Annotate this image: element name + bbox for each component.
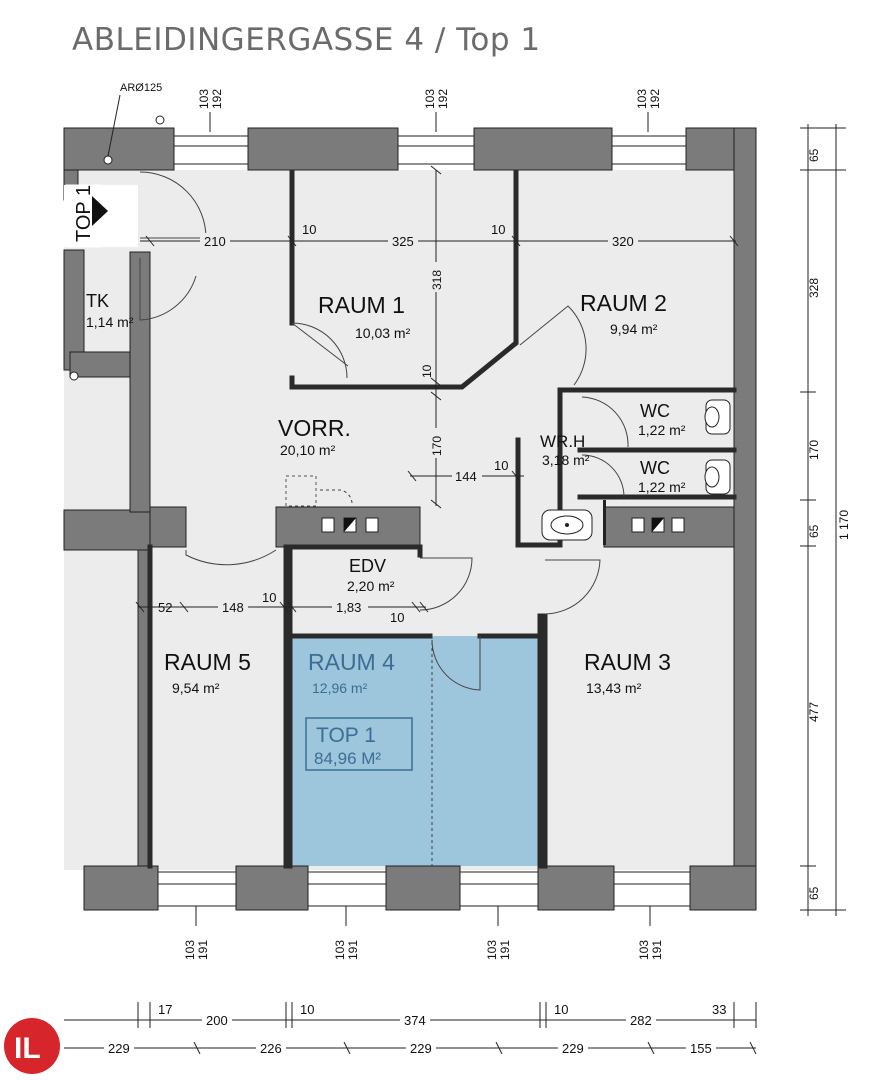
tk-name: TK <box>86 291 109 311</box>
raum4-highlight <box>291 636 539 866</box>
svg-text:192: 192 <box>436 89 450 109</box>
svg-text:191: 191 <box>498 940 512 960</box>
dim-183: 1,83 <box>336 600 361 615</box>
svg-text:477: 477 <box>807 702 821 722</box>
bottom-window-dims: 103 191 103 191 103 191 103 191 <box>183 906 664 960</box>
wc2-name: WC <box>640 458 670 478</box>
svg-text:103: 103 <box>197 89 211 109</box>
unit-summary-box: TOP 1 84,96 M² <box>305 717 413 771</box>
dimension-lines: 210 10 325 10 320 318 10 170 144 10 52 <box>64 89 852 1056</box>
raum4-area: 12,96 m² <box>312 680 368 696</box>
wc1-area: 1,22 m² <box>638 422 686 438</box>
svg-text:226: 226 <box>260 1041 282 1056</box>
wrh-name: WR.H <box>540 432 585 451</box>
dim-144: 144 <box>455 469 477 484</box>
raum1-area: 10,03 m² <box>355 325 411 341</box>
wc2-area: 1,22 m² <box>638 479 686 495</box>
sanitary-fixtures <box>541 399 731 541</box>
dim-210: 210 <box>204 234 226 249</box>
top-exterior-wall <box>63 127 757 171</box>
wc1-name: WC <box>640 401 670 421</box>
pipe-label: ARØ125 <box>120 82 162 94</box>
dim-10-e: 10 <box>390 610 404 625</box>
raum1-name: RAUM 1 <box>318 292 405 318</box>
svg-text:103: 103 <box>423 89 437 109</box>
tk-area: 1,14 m² <box>86 314 134 330</box>
svg-text:103: 103 <box>333 940 347 960</box>
doors <box>139 171 629 866</box>
svg-text:192: 192 <box>648 89 662 109</box>
unit-box-name: TOP 1 <box>316 724 376 747</box>
dim-325: 325 <box>392 234 414 249</box>
svg-text:229: 229 <box>108 1041 130 1056</box>
svg-text:33: 33 <box>712 1002 726 1017</box>
svg-text:65: 65 <box>807 148 821 162</box>
raum5-name: RAUM 5 <box>164 649 251 675</box>
svg-text:10: 10 <box>300 1002 314 1017</box>
svg-text:191: 191 <box>650 940 664 960</box>
svg-text:103: 103 <box>635 89 649 109</box>
raum4-name: RAUM 4 <box>308 649 395 675</box>
svg-text:170: 170 <box>807 440 821 460</box>
bottom-dims-row1: 17 200 10 374 10 282 33 <box>64 1002 757 1028</box>
dim-v170: 170 <box>430 436 444 456</box>
svg-text:191: 191 <box>346 940 360 960</box>
svg-text:282: 282 <box>630 1013 652 1028</box>
svg-text:374: 374 <box>404 1013 426 1028</box>
vorr-name: VORR. <box>278 415 351 441</box>
vorr-area: 20,10 m² <box>280 442 336 458</box>
edv-name: EDV <box>349 556 386 576</box>
entrance-marker: TOP 1 <box>65 184 108 248</box>
dim-10-b: 10 <box>491 222 505 237</box>
svg-text:103: 103 <box>485 940 499 960</box>
dim-320: 320 <box>612 234 634 249</box>
plan-title: ABLEIDINGERGASSE 4 / Top 1 <box>72 22 541 58</box>
svg-text:328: 328 <box>807 278 821 298</box>
entrance-arrow-icon <box>92 196 108 226</box>
dim-52: 52 <box>158 600 172 615</box>
bottom-exterior-wall <box>83 865 757 911</box>
right-vertical-dims: 65 328 170 65 477 65 1 170 <box>800 124 852 916</box>
svg-text:200: 200 <box>206 1013 228 1028</box>
svg-text:17: 17 <box>158 1002 172 1017</box>
dim-148: 148 <box>222 600 244 615</box>
bottom-dims-row2: 229 226 229 229 155 <box>64 1040 757 1056</box>
svg-text:229: 229 <box>562 1041 584 1056</box>
logo-icon: IL <box>4 1018 60 1074</box>
svg-text:192: 192 <box>210 89 224 109</box>
raum5-area: 9,54 m² <box>172 680 220 696</box>
logo-text: IL <box>14 1032 41 1065</box>
dim-318: 318 <box>430 270 444 290</box>
raum3-name: RAUM 3 <box>584 649 671 675</box>
svg-text:229: 229 <box>410 1041 432 1056</box>
svg-text:103: 103 <box>183 940 197 960</box>
raum2-name: RAUM 2 <box>580 290 667 316</box>
dim-10-c: 10 <box>494 458 508 473</box>
raum2-area: 9,94 m² <box>610 321 658 337</box>
edv-area: 2,20 m² <box>347 578 395 594</box>
wrh-area: 3,18 m² <box>542 452 590 468</box>
svg-text:191: 191 <box>196 940 210 960</box>
top-window-dims: 103 192 103 192 103 192 <box>197 89 662 132</box>
dim-10-d: 10 <box>262 590 276 605</box>
svg-text:65: 65 <box>807 524 821 538</box>
dim-total-height: 1 170 <box>837 510 851 540</box>
pipe-marker: ARØ125 <box>69 82 165 381</box>
raum3-area: 13,43 m² <box>586 680 642 696</box>
middle-wall-band <box>149 506 735 548</box>
dim-10-a: 10 <box>302 222 316 237</box>
svg-text:10: 10 <box>554 1002 568 1017</box>
svg-text:103: 103 <box>637 940 651 960</box>
svg-text:155: 155 <box>690 1041 712 1056</box>
unit-box-area: 84,96 M² <box>314 749 381 768</box>
dim-v10: 10 <box>420 364 434 378</box>
svg-text:65: 65 <box>807 886 821 900</box>
entrance-label: TOP 1 <box>73 185 95 242</box>
